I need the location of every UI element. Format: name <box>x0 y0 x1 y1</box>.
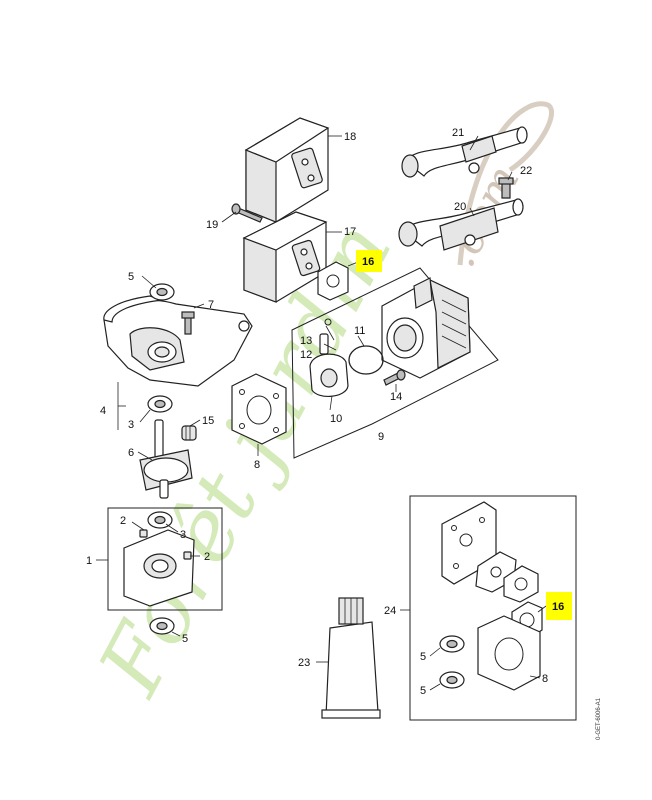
gasket-part-8 <box>231 373 287 445</box>
label-16-upper: 16 <box>362 256 374 268</box>
label-13: 13 <box>300 335 312 347</box>
gasket-part-16 <box>317 261 349 301</box>
label-10: 10 <box>330 413 342 425</box>
label-2-top: 2 <box>120 515 126 527</box>
label-11: 11 <box>354 325 365 337</box>
label-6: 6 <box>128 447 134 459</box>
label-15: 15 <box>202 415 214 427</box>
label-12: 12 <box>300 349 312 361</box>
label-3-top: 3 <box>128 419 134 431</box>
label-20: 20 <box>454 201 466 213</box>
drawing-code: 0-GET-6006-A1 <box>596 697 602 740</box>
intake-elbow-part-20 <box>398 198 524 251</box>
screw-part-7 <box>181 311 195 335</box>
label-14: 14 <box>390 391 402 403</box>
highlight-box-16-upper <box>356 250 382 272</box>
cylinder-kit-frame <box>291 267 499 459</box>
bearing-part-3a <box>147 395 173 413</box>
label-23: 23 <box>298 657 310 669</box>
screw-part-14 <box>383 369 406 386</box>
gasket-set-parts <box>439 501 543 691</box>
cylinder-part <box>381 277 471 379</box>
label-5-set-b: 5 <box>420 685 426 697</box>
label-8-upper: 8 <box>254 459 260 471</box>
label-5-set-a: 5 <box>420 651 426 663</box>
label-19: 19 <box>206 219 218 231</box>
label-8-lower: 8 <box>542 673 548 685</box>
needle-cage-part-15 <box>181 425 197 441</box>
crankcase-kit-frame <box>107 507 223 611</box>
piston-ring-part <box>348 345 384 375</box>
label-5-top: 5 <box>128 271 134 283</box>
muffler-part <box>244 117 330 223</box>
label-1: 1 <box>86 555 92 567</box>
label-5-bottom: 5 <box>182 633 188 645</box>
grease-tube-part-23 <box>321 597 381 719</box>
crankshaft-part <box>139 419 193 499</box>
label-7: 7 <box>208 299 214 311</box>
label-24: 24 <box>384 605 396 617</box>
muffler-part-lower <box>242 211 328 303</box>
bearing-part-5b <box>149 617 175 635</box>
highlight-box-16-lower <box>546 592 572 620</box>
label-22: 22 <box>520 165 532 177</box>
label-18: 18 <box>344 131 356 143</box>
screw-part-22 <box>498 177 514 199</box>
label-16-lower: 16 <box>552 601 564 613</box>
crankcase-part <box>103 295 253 387</box>
piston-part <box>309 353 349 397</box>
circlip-part <box>324 318 332 326</box>
label-4: 4 <box>100 405 106 417</box>
label-3-bottom: 3 <box>180 529 186 541</box>
intake-elbow-part-21 <box>401 126 528 178</box>
label-2-right: 2 <box>204 551 210 563</box>
watermark-swoosh <box>457 101 555 266</box>
crankcase-base-part <box>123 511 195 607</box>
screw-part-19 <box>231 203 263 223</box>
part-labels: 18 21 22 19 20 17 16 5 7 13 11 12 14 4 1… <box>86 127 602 740</box>
gasket-set-frame <box>409 495 577 721</box>
label-9: 9 <box>378 431 384 443</box>
label-17: 17 <box>344 226 356 238</box>
label-21: 21 <box>452 127 464 139</box>
leader-lines <box>96 135 547 691</box>
